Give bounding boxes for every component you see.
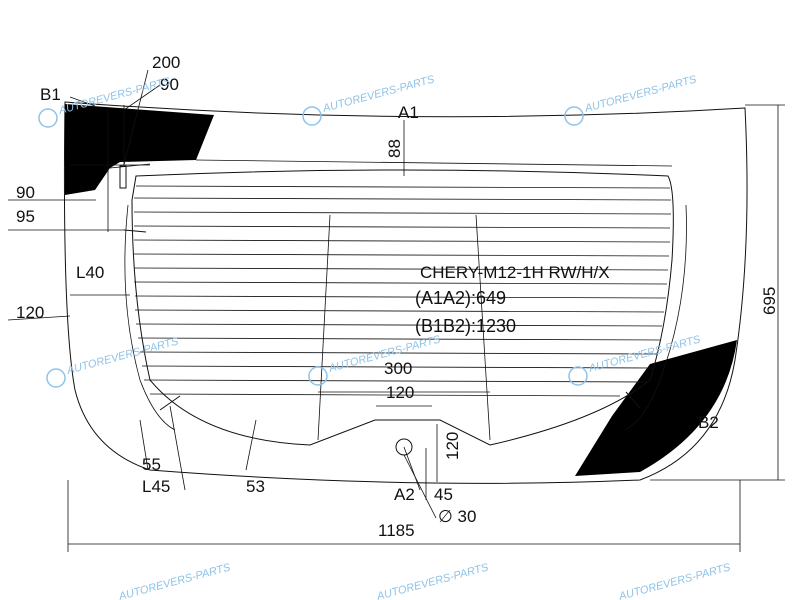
watermark-text: AUTOREVERS-PARTS: [65, 335, 181, 377]
black-frit-lower-right: [575, 340, 737, 476]
lower-left-clip: [159, 395, 181, 411]
label-95: 95: [16, 207, 35, 226]
watermark-logo-icon: [46, 368, 66, 388]
label-l45: L45: [142, 477, 170, 496]
top-inner-line-1: [195, 159, 673, 167]
glass-outline: [63, 101, 748, 484]
inner-edge-left: [124, 204, 176, 431]
label-200: 200: [152, 53, 180, 72]
watermark-logo-icon: [302, 106, 322, 126]
label-90-top: 90: [160, 75, 179, 94]
inner-edge-right: [624, 204, 687, 431]
left-bracket: [119, 165, 127, 189]
heated-grid-border: [131, 169, 674, 446]
black-frit-upper-left: [65, 104, 214, 195]
label-a2: A2: [394, 485, 415, 504]
label-90-left: 90: [16, 183, 35, 202]
label-dia-30: ∅ 30: [438, 507, 476, 526]
label-a1a2: (A1A2):649: [415, 288, 506, 308]
label-l40: L40: [76, 263, 104, 282]
watermark-text: AUTOREVERS-PARTS: [583, 73, 699, 115]
watermark-text: AUTOREVERS-PARTS: [617, 561, 733, 600]
label-b1b2: (B1B2):1230: [415, 316, 516, 336]
lower-right-clip: [625, 391, 641, 409]
watermark-text: AUTOREVERS-PARTS: [117, 561, 233, 600]
label-1185: 1185: [378, 521, 415, 540]
label-a1: A1: [398, 103, 419, 122]
label-55: 55: [142, 455, 161, 474]
label-120-center: 120: [386, 383, 414, 402]
label-120-vertical: 120: [443, 432, 462, 460]
watermark-logo-icon: [568, 366, 588, 386]
label-b2: B2: [698, 413, 719, 432]
heater-lines: [133, 185, 672, 441]
label-53: 53: [246, 477, 265, 496]
label-88: 88: [385, 139, 404, 158]
watermark-logo-icon: [38, 108, 58, 128]
label-695: 695: [760, 287, 779, 315]
label-300: 300: [384, 359, 412, 378]
label-part-code: CHERY-M12-1H RW/H/X: [420, 263, 610, 282]
watermark-logo-icon: [308, 366, 328, 386]
label-45: 45: [434, 485, 453, 504]
dimension-lines: [7, 69, 785, 552]
label-b1: B1: [40, 85, 61, 104]
watermark-text: AUTOREVERS-PARTS: [375, 561, 491, 600]
label-120-left: 120: [16, 303, 44, 322]
watermark-text: AUTOREVERS-PARTS: [321, 73, 437, 115]
left-clip: [123, 229, 147, 233]
watermark-logo-icon: [564, 106, 584, 126]
